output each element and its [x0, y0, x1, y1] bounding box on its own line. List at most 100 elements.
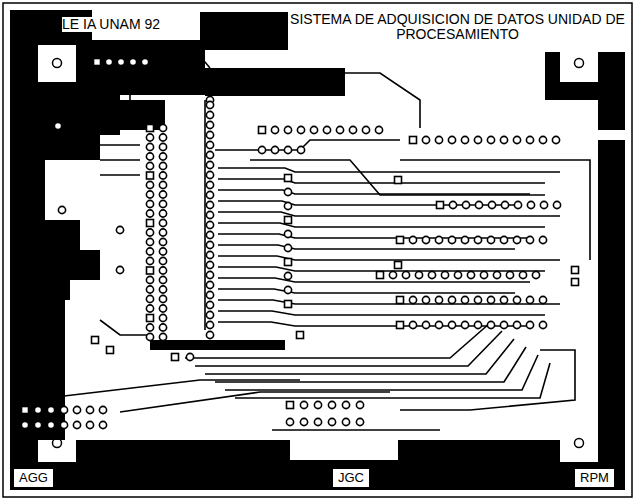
round-pad — [73, 406, 80, 413]
round-pad — [356, 401, 363, 408]
round-pad — [146, 324, 153, 331]
round-pad — [159, 153, 166, 160]
round-pad — [146, 305, 153, 312]
round-pad — [454, 271, 461, 278]
round-pad — [532, 271, 539, 278]
square-pad — [437, 202, 444, 209]
round-pad — [474, 136, 481, 143]
round-pad — [159, 286, 166, 293]
round-pad — [60, 406, 67, 413]
round-pad — [474, 236, 481, 243]
round-pad — [206, 191, 213, 198]
round-pad — [206, 101, 213, 108]
round-pad — [206, 331, 213, 338]
round-pad — [356, 418, 363, 425]
round-pad — [284, 188, 291, 195]
round-pad — [323, 126, 330, 133]
square-pad — [395, 177, 402, 184]
round-pad — [159, 200, 166, 207]
round-pad — [206, 211, 213, 218]
round-pad — [461, 136, 468, 143]
trace — [30, 380, 300, 400]
round-pad — [159, 162, 166, 169]
round-pad — [474, 296, 481, 303]
round-pad — [117, 58, 124, 65]
round-pad — [284, 126, 291, 133]
trace — [100, 159, 140, 161]
round-pad — [284, 244, 291, 251]
round-pad — [146, 286, 153, 293]
round-pad — [501, 201, 508, 208]
round-pad — [448, 321, 455, 328]
square-pad — [377, 272, 384, 279]
round-pad — [159, 238, 166, 245]
round-pad — [435, 296, 442, 303]
square-pad — [147, 267, 154, 274]
round-pad — [310, 126, 317, 133]
round-pad — [514, 201, 521, 208]
round-pad — [506, 271, 513, 278]
round-pad — [159, 248, 166, 255]
round-pad — [159, 314, 166, 321]
round-pad — [206, 171, 213, 178]
round-pad — [284, 146, 291, 153]
round-pad — [99, 421, 106, 428]
round-pad — [284, 230, 291, 237]
round-pad — [146, 162, 153, 169]
round-pad — [206, 231, 213, 238]
round-pad — [449, 201, 456, 208]
round-pad — [362, 126, 369, 133]
round-pad — [129, 58, 136, 65]
trace — [225, 355, 538, 390]
round-pad — [349, 126, 356, 133]
trace — [185, 323, 490, 358]
trace — [204, 100, 206, 330]
round-pad — [86, 421, 93, 428]
round-pad — [539, 321, 546, 328]
round-pad — [206, 251, 213, 258]
trace — [120, 392, 390, 412]
trace — [218, 223, 545, 227]
square-pad — [297, 332, 304, 339]
square-pad — [94, 59, 101, 66]
mounting-holes — [53, 59, 584, 448]
round-pad — [271, 126, 278, 133]
round-pad — [206, 221, 213, 228]
round-pad — [488, 201, 495, 208]
square-pad — [285, 259, 292, 266]
square-pad — [572, 279, 579, 286]
round-pad — [146, 153, 153, 160]
round-pad — [448, 296, 455, 303]
round-pad — [513, 136, 520, 143]
trace — [218, 245, 515, 249]
round-pad — [487, 136, 494, 143]
round-pad — [206, 291, 213, 298]
round-pad — [409, 236, 416, 243]
trace — [100, 320, 150, 335]
square-pad — [147, 315, 154, 322]
round-pad — [513, 321, 520, 328]
square-pad — [92, 337, 99, 344]
square-pad — [172, 354, 179, 361]
round-pad — [159, 172, 166, 179]
round-pad — [159, 333, 166, 340]
trace — [195, 331, 502, 366]
round-pad — [206, 281, 213, 288]
round-pad — [146, 229, 153, 236]
round-pad — [375, 126, 382, 133]
round-pad — [146, 210, 153, 217]
round-pad — [467, 271, 474, 278]
round-pad — [146, 248, 153, 255]
round-pad — [206, 111, 213, 118]
round-pad — [487, 321, 494, 328]
round-pad — [328, 401, 335, 408]
solder-pads — [21, 58, 578, 428]
round-pad — [284, 272, 291, 279]
round-pad — [146, 333, 153, 340]
trace — [218, 179, 545, 183]
round-pad — [487, 236, 494, 243]
round-pad — [159, 181, 166, 188]
round-pad — [116, 266, 123, 273]
round-pad — [409, 321, 416, 328]
trace — [250, 160, 545, 195]
